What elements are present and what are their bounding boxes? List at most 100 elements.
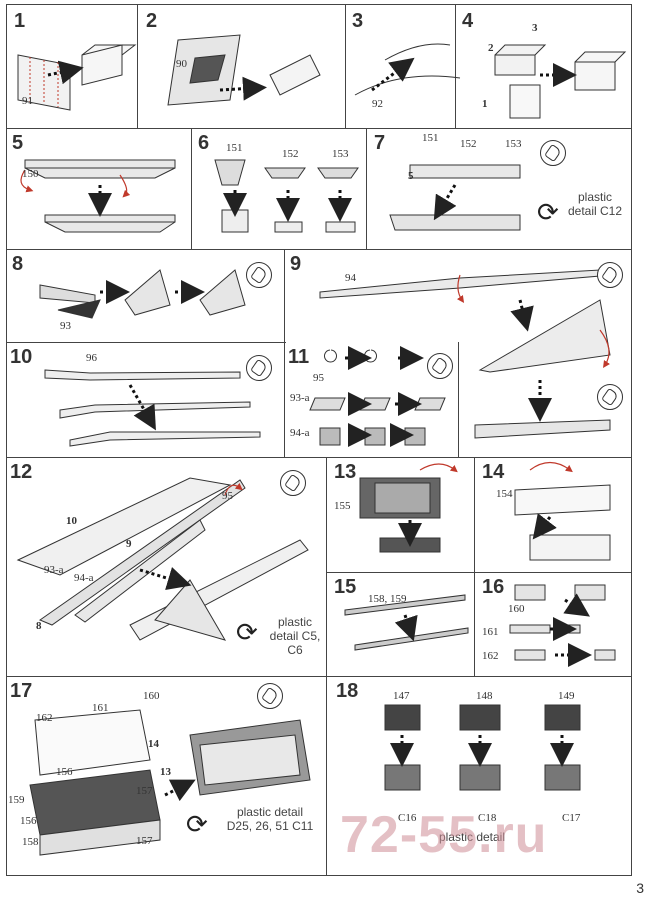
part-label: 153 [505, 138, 522, 150]
part-label: 150 [22, 168, 39, 180]
glue-tube-icon [427, 353, 453, 379]
part-label: 159 [8, 794, 25, 806]
part-label: 158 [22, 836, 39, 848]
part-label: 151 [422, 132, 439, 144]
grid-line [458, 342, 459, 457]
part-label: 96 [86, 352, 97, 364]
rotate-arrows-icon: ⟳ [236, 618, 258, 648]
grid-line [6, 457, 632, 458]
part-label: 9 [126, 538, 132, 550]
grid-line [6, 342, 286, 343]
part-label: 95 [222, 490, 233, 502]
grid-line [137, 4, 138, 128]
step-number: 3 [352, 10, 364, 32]
part-label: C16 [398, 812, 417, 824]
grid-line [284, 249, 285, 457]
part-label: 13 [160, 766, 171, 778]
part-label: 5 [408, 170, 414, 182]
plastic-detail-note: plastic detail D25, 26, 51 C11 [226, 805, 314, 833]
step-number: 1 [14, 10, 26, 32]
part-label: 90 [176, 58, 187, 70]
step-number: 5 [12, 132, 24, 154]
glue-tube-icon [246, 355, 272, 381]
part-label: 92 [372, 98, 383, 110]
part-label: 147 [393, 690, 410, 702]
part-label: 162 [36, 712, 53, 724]
grid-line [6, 676, 632, 677]
watermark: 72-55.ru [340, 806, 548, 864]
part-label: 162 [482, 650, 499, 662]
step-number: 18 [336, 680, 359, 702]
part-label: 154 [496, 488, 513, 500]
part-label: 157 [136, 835, 153, 847]
part-label: 161 [482, 626, 499, 638]
part-label: 160 [143, 690, 160, 702]
part-label: 156 [20, 815, 37, 827]
part-label: 158, 159 [368, 593, 407, 605]
glue-tube-icon [597, 262, 623, 288]
grid-line [6, 128, 632, 129]
part-label: 10 [66, 515, 77, 527]
step-number: 6 [198, 132, 210, 154]
part-label: 93 [60, 320, 71, 332]
part-label: 8 [36, 620, 42, 632]
part-label: 152 [282, 148, 299, 160]
part-label: 91 [22, 95, 33, 107]
step-number: 8 [12, 253, 24, 275]
glue-tube-icon [540, 140, 566, 166]
part-label: 149 [558, 690, 575, 702]
rotate-arrows-icon: ⟳ [537, 198, 559, 228]
part-label: 1 [482, 98, 488, 110]
plastic-detail-note: plastic detail C5, C6 [269, 615, 321, 657]
plastic-detail-note: plastic detail C12 [567, 190, 623, 218]
part-label: 161 [92, 702, 109, 714]
glue-tube-icon [280, 470, 306, 496]
part-label: 151 [226, 142, 243, 154]
page-number: 3 [636, 880, 644, 896]
glue-tube-icon [597, 384, 623, 410]
glue-tube-icon [246, 262, 272, 288]
step-number: 12 [10, 461, 33, 483]
part-label: 148 [476, 690, 493, 702]
part-label: 2 [488, 42, 494, 54]
step-number: 9 [290, 253, 302, 275]
plastic-detail-note: plastic detail [438, 830, 506, 844]
step-number: 14 [482, 461, 505, 483]
part-label: 95 [313, 372, 324, 384]
rotate-arrows-icon: ⟳ [186, 810, 208, 840]
part-label: 160 [508, 603, 525, 615]
grid-line [326, 457, 327, 876]
step-number: 11 [288, 346, 310, 368]
grid-line [345, 4, 346, 128]
grid-line [455, 4, 456, 128]
grid-line [474, 572, 475, 676]
part-label: 93-a [44, 564, 64, 576]
step-number: 17 [10, 680, 33, 702]
part-label: 14 [148, 738, 159, 750]
step-number: 10 [10, 346, 33, 368]
part-label: 93-a [290, 392, 310, 404]
step-number: 13 [334, 461, 357, 483]
part-label: 94 [345, 272, 356, 284]
part-label: 152 [460, 138, 477, 150]
page-frame [6, 4, 632, 876]
part-label: 153 [332, 148, 349, 160]
part-label: 94-a [290, 427, 310, 439]
grid-line [191, 128, 192, 249]
part-label: C18 [478, 812, 497, 824]
grid-line [6, 249, 632, 250]
part-label: 156 [56, 766, 73, 778]
step-number: 7 [374, 132, 386, 154]
part-label: 155 [334, 500, 351, 512]
grid-line [474, 457, 475, 572]
part-label: 3 [532, 22, 538, 34]
step-number: 4 [462, 10, 474, 32]
step-number: 2 [146, 10, 158, 32]
grid-line [326, 572, 632, 573]
part-label: C17 [562, 812, 581, 824]
step-number: 15 [334, 576, 357, 598]
grid-line [366, 128, 367, 249]
part-label: 157 [136, 785, 153, 797]
